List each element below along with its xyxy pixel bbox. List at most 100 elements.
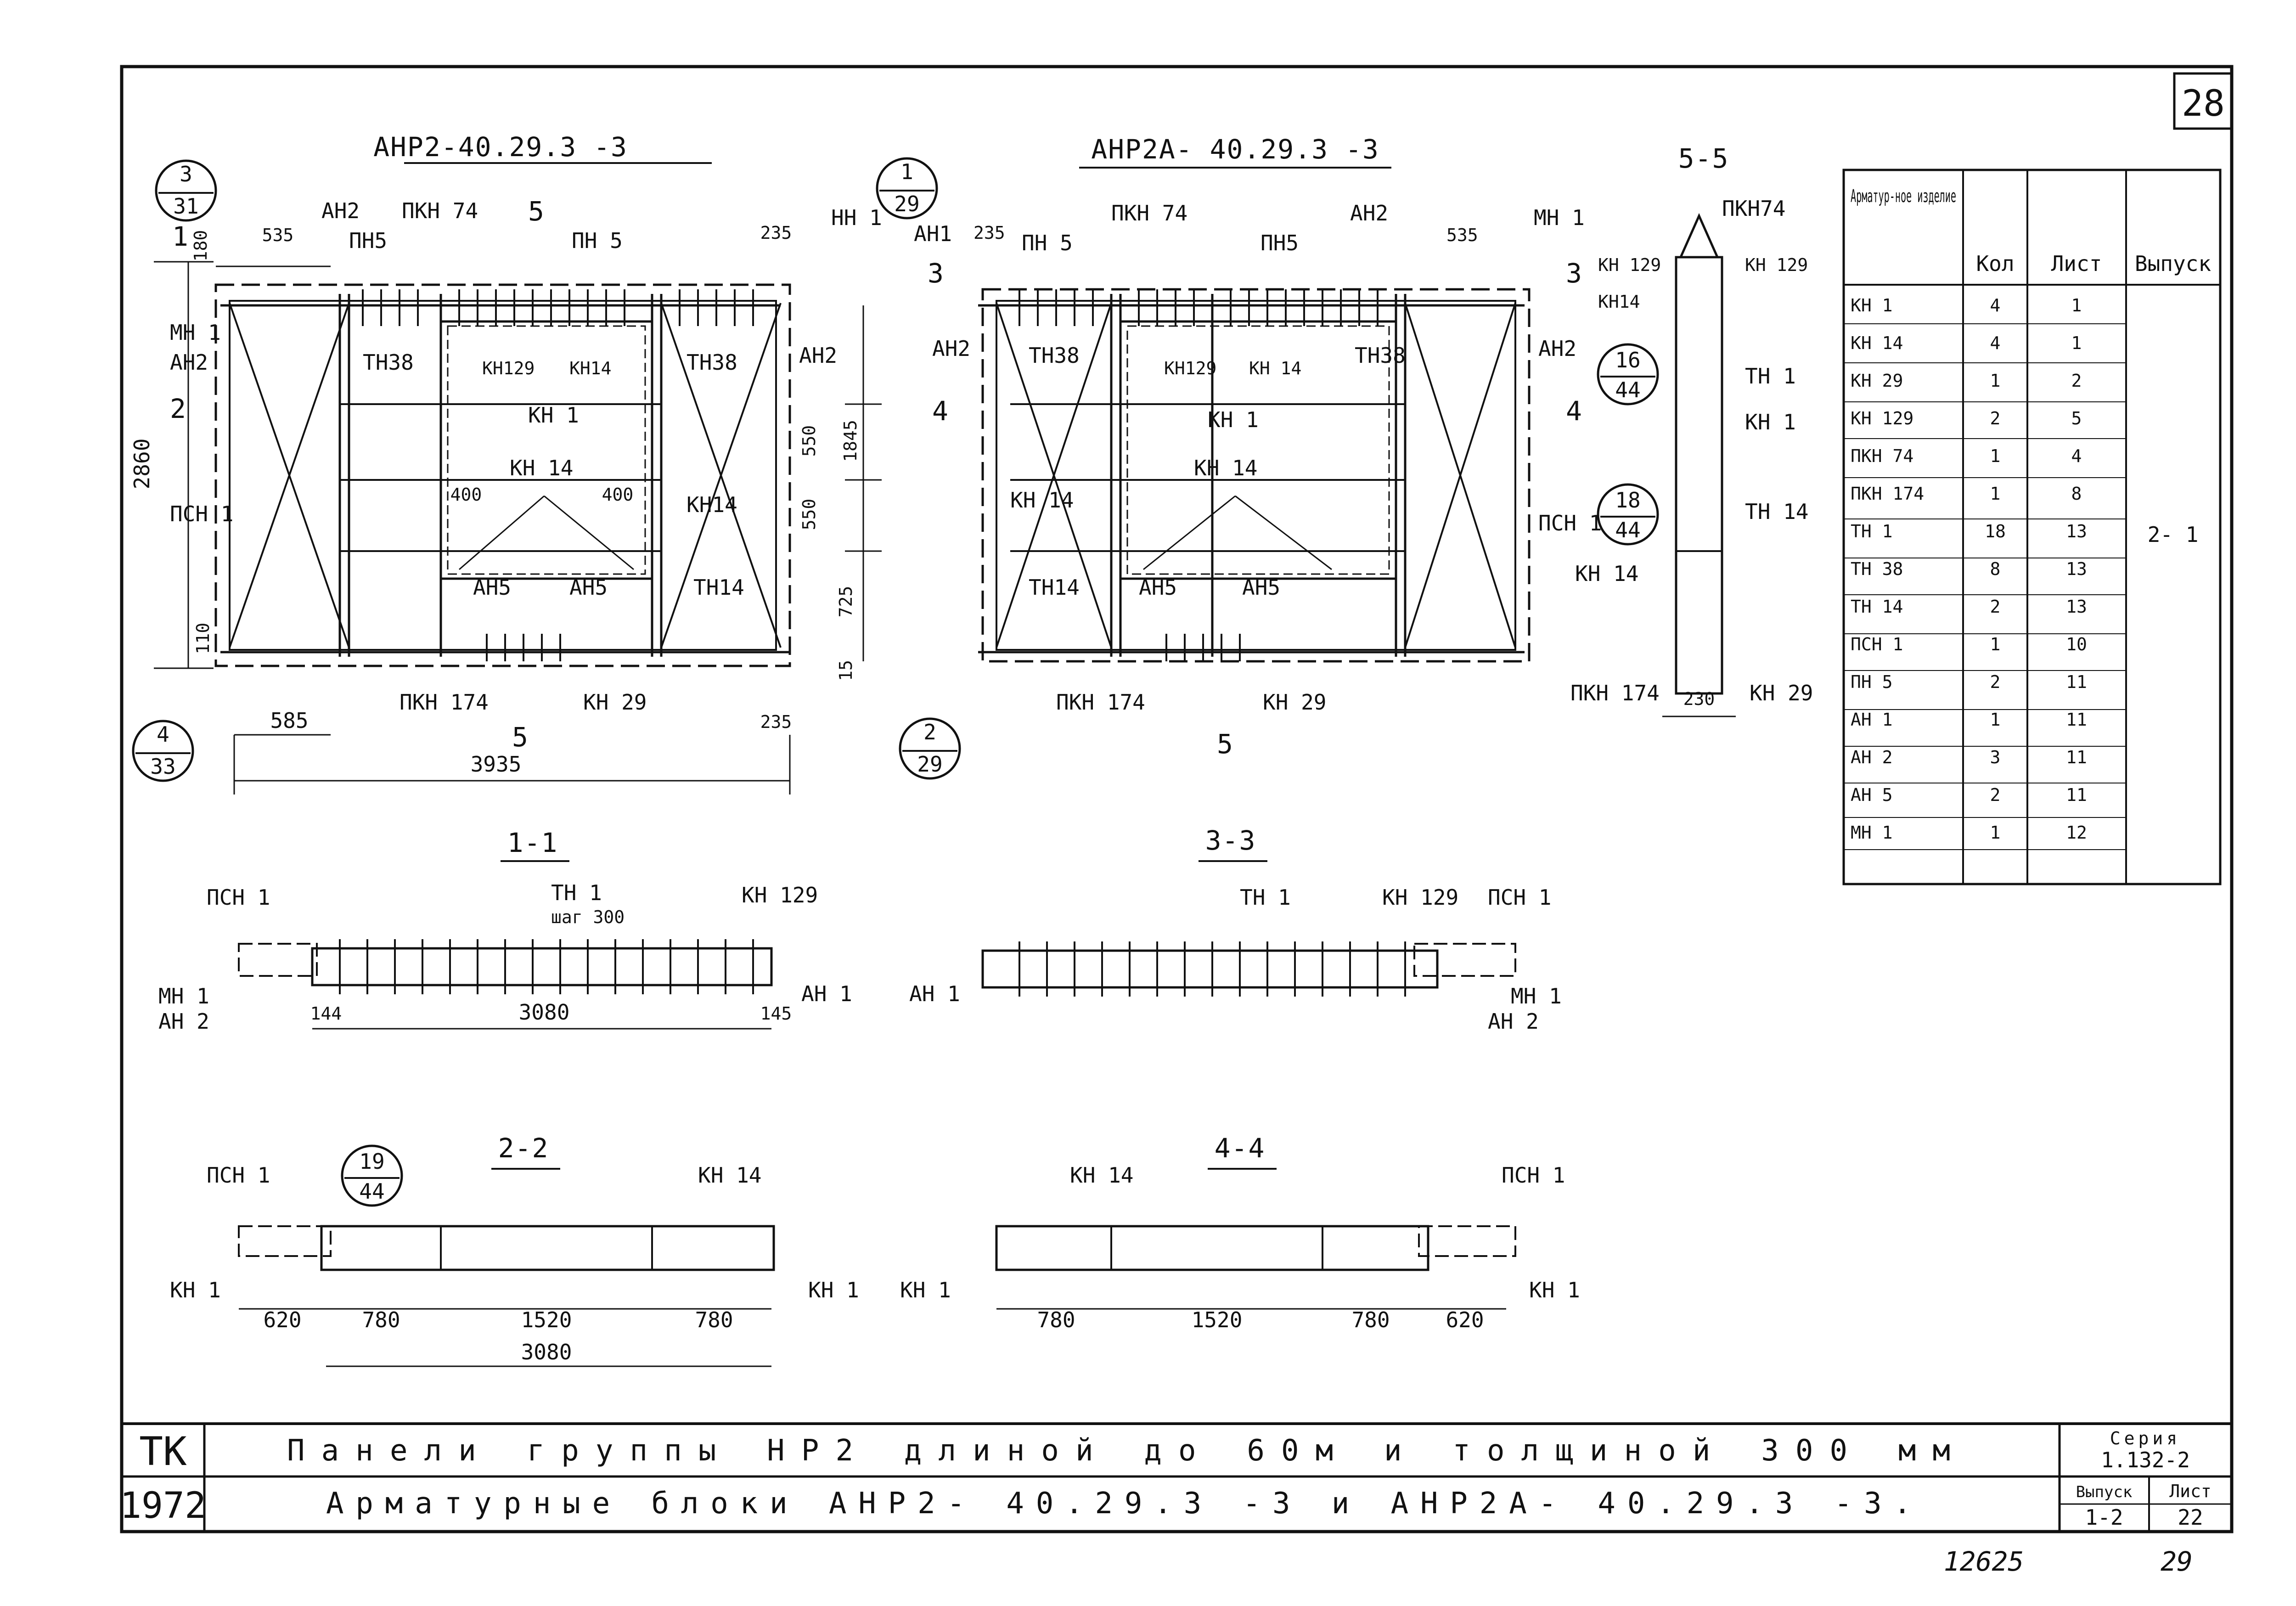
spec-cell: ТН 14 bbox=[1851, 597, 1903, 617]
s33-mn1: МН 1 bbox=[1511, 984, 1562, 1009]
spec-cell: 8 bbox=[2071, 484, 2082, 504]
s22-kn14: КН 14 bbox=[698, 1163, 761, 1188]
dim-235: 235 bbox=[760, 223, 792, 243]
svg-text:18: 18 bbox=[1615, 488, 1640, 513]
s44-620: 620 bbox=[1446, 1307, 1484, 1332]
s22-1520: 1520 bbox=[521, 1307, 572, 1332]
tb-sheet-label: Лист bbox=[2169, 1481, 2212, 1501]
svg-text:44: 44 bbox=[1615, 518, 1640, 542]
s44-psn1: ПСН 1 bbox=[1502, 1163, 1565, 1188]
s11-an1: АН 1 bbox=[801, 981, 852, 1006]
lbl-mn1: МН 1 bbox=[170, 320, 221, 345]
spec-cell: 11 bbox=[2066, 785, 2087, 805]
rlbl-kn1: КН 1 bbox=[1208, 407, 1259, 432]
dim-535: 535 bbox=[262, 225, 294, 245]
s22-psn1: ПСН 1 bbox=[207, 1163, 270, 1188]
dim-550a: 550 bbox=[799, 425, 819, 457]
spec-cell: 4 bbox=[1990, 333, 2001, 353]
rlbl-kn14-left: КН 14 bbox=[1010, 488, 1074, 513]
section-4-4: 4-4 КН 14 ПСН 1 КН 1 КН 1 780 1520 780 6… bbox=[900, 1133, 1580, 1332]
spec-cell: 3 bbox=[1990, 747, 2001, 767]
spec-cell: 1 bbox=[1990, 634, 2001, 654]
spec-cell: 2 bbox=[1990, 672, 2001, 692]
s11-an2: АН 2 bbox=[158, 1009, 209, 1034]
lbl-an5-a: АН5 bbox=[473, 575, 511, 600]
tb-sheet-value: 22 bbox=[2178, 1505, 2203, 1530]
spec-h-item: Арматур-ное изделие bbox=[1851, 186, 1956, 206]
rlbl-kn29: КН 29 bbox=[1263, 690, 1326, 715]
spec-cell: 1 bbox=[1990, 823, 2001, 843]
lbl-an2-top: АН2 bbox=[321, 198, 360, 223]
spec-cell: КН 29 bbox=[1851, 371, 1903, 391]
s11-3080: 3080 bbox=[519, 1000, 570, 1025]
s44-kn1b: КН 1 bbox=[1529, 1278, 1580, 1302]
tb-line1: Панели группы НР2 длиной до 60м и толщин… bbox=[287, 1434, 1963, 1468]
lbl-kn129: КН129 bbox=[482, 358, 535, 378]
spec-cell: КН 14 bbox=[1851, 333, 1903, 353]
dim-585: 585 bbox=[270, 708, 308, 733]
callout-2-29: 2 29 bbox=[899, 717, 961, 780]
spec-cell: 4 bbox=[2071, 446, 2082, 466]
s11-psn1: ПСН 1 bbox=[207, 885, 270, 910]
rlbl-an5-b: АН5 bbox=[1242, 575, 1280, 600]
rlbl-an2-right: АН2 bbox=[1538, 336, 1576, 361]
s55-tn14: ТН 14 bbox=[1745, 499, 1808, 524]
tb-series-value: 1.132-2 bbox=[2101, 1448, 2190, 1472]
svg-text:29: 29 bbox=[894, 192, 919, 216]
svg-text:1: 1 bbox=[900, 159, 913, 184]
dim-725: 725 bbox=[836, 586, 856, 618]
mark-1: 1 bbox=[172, 221, 189, 252]
callout-18-44: 18 44 bbox=[1597, 483, 1659, 546]
spec-cell: 5 bbox=[2071, 408, 2082, 428]
lbl-pkn174: ПКН 174 bbox=[400, 690, 489, 715]
lbl-tn38-b: ТН38 bbox=[687, 350, 737, 375]
tb-org: ТК bbox=[139, 1429, 187, 1475]
svg-text:31: 31 bbox=[173, 194, 198, 219]
footer-inventory: 12625 bbox=[1944, 1546, 2024, 1577]
spec-issue-value: 2- 1 bbox=[2148, 522, 2199, 547]
svg-text:33: 33 bbox=[150, 754, 175, 779]
callout-3-31: 3 31 bbox=[155, 159, 217, 222]
s55-kn14b: КН 14 bbox=[1575, 561, 1638, 586]
lbl-kn29: КН 29 bbox=[583, 690, 647, 715]
s22-780a: 780 bbox=[362, 1307, 400, 1332]
spec-cell: ПСН 1 bbox=[1851, 634, 1903, 654]
svg-text:3: 3 bbox=[180, 162, 192, 186]
s55-kn1: КН 1 bbox=[1745, 410, 1796, 434]
rlbl-an2-top: АН2 bbox=[1350, 201, 1388, 225]
callout-16-44: 16 44 bbox=[1597, 343, 1659, 406]
rlbl-pn5: ПН 5 bbox=[1022, 231, 1073, 255]
spec-cell: 11 bbox=[2066, 672, 2087, 692]
rlbl-kn129: КН129 bbox=[1164, 358, 1216, 378]
dim-550b: 550 bbox=[799, 499, 819, 530]
spec-cell: 4 bbox=[1990, 295, 2001, 316]
title-block: ТК 1972 Панели группы НР2 длиной до 60м … bbox=[120, 1422, 2232, 1532]
tb-issue-label: Выпуск bbox=[2076, 1483, 2133, 1501]
rlbl-mn1: МН 1 bbox=[1534, 205, 1585, 230]
lbl-psn1: ПСН 1 bbox=[170, 502, 233, 526]
rlbl-pkn174: ПКН 174 bbox=[1056, 690, 1145, 715]
left-view-title: АНР2-40.29.3 -3 bbox=[373, 131, 628, 163]
spec-cell: АН 1 bbox=[1851, 710, 1893, 730]
rlbl-tn38-b: ТН38 bbox=[1355, 343, 1406, 368]
rmark-5: 5 bbox=[1217, 728, 1234, 760]
rmark-3b: 3 bbox=[1566, 258, 1583, 289]
lbl-pn5-a: ПН5 bbox=[349, 228, 387, 253]
spec-cell: 11 bbox=[2066, 747, 2087, 767]
lbl-an2-left: АН2 bbox=[170, 350, 208, 375]
rmark-4b: 4 bbox=[1566, 395, 1583, 427]
lbl-kn14-right: КН14 bbox=[687, 492, 737, 517]
rlbl-kn14-mid: КН 14 bbox=[1194, 456, 1257, 480]
callout-1-29: 1 29 bbox=[876, 157, 938, 220]
s22-3080: 3080 bbox=[521, 1340, 572, 1364]
spec-cell: ПН 5 bbox=[1851, 672, 1893, 692]
spec-h-qty: Кол bbox=[1976, 251, 2014, 276]
spec-cell: 1 bbox=[1990, 710, 2001, 730]
spec-cell: 10 bbox=[2066, 634, 2087, 654]
dim-2860: 2860 bbox=[129, 439, 154, 490]
s44-780b: 780 bbox=[1351, 1307, 1390, 1332]
spec-cell: 2 bbox=[1990, 408, 2001, 428]
rlbl-psn1: ПСН 1 bbox=[1538, 511, 1602, 535]
